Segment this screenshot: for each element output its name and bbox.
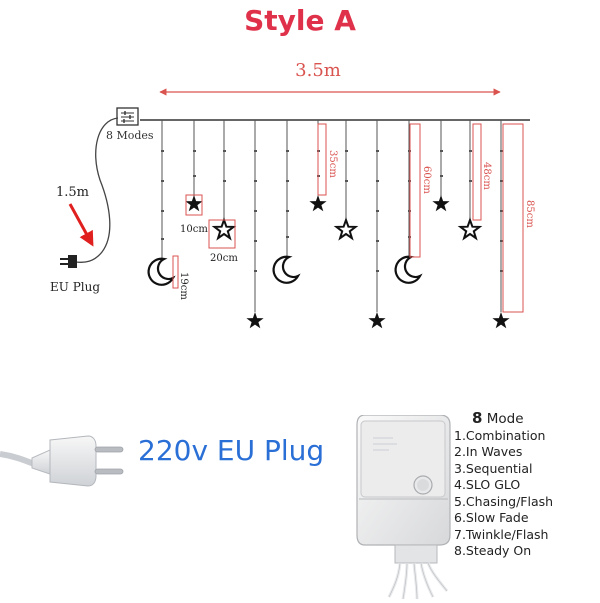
mode-item: 7.Twinkle/Flash [454,526,549,542]
page-title: Style A [244,4,356,37]
controller-box-icon [356,415,451,600]
star-filled-icons [185,195,510,329]
height-48-label: 48cm [481,162,492,190]
height-35-label: 35cm [327,150,338,178]
cord-arrow [68,203,94,247]
light-strands [161,120,502,312]
height-60-label: 60cm [421,166,432,194]
width-label: 3.5m [295,60,341,81]
height-85-label: 85cm [524,200,535,228]
curtain-light-diagram: 3.5m 8 Modes 1.5m EU Plug [50,60,535,329]
modes-title: 8 Mode [454,410,553,428]
star-outline-icons [211,217,483,241]
mode-item: 8.Steady On [454,543,532,558]
plug-label: 220v EU Plug [138,434,325,467]
small-plug-icon [60,255,77,268]
mode-item: 5.Chasing/Flash [454,493,554,509]
controller-label: 8 Modes [106,129,154,142]
width-dimension: 3.5m [159,60,501,96]
modes-count: 8 [472,409,483,427]
controller-icon [116,107,139,126]
mode-item: 1.Combination [454,427,546,443]
mode-item: 2.In Waves [454,444,523,459]
mode-item: 3.Sequential [454,460,533,476]
mode-item: 6.Slow Fade [454,510,529,525]
small-plug-label: EU Plug [50,280,100,294]
power-cord [75,117,119,263]
moon-icons [147,255,423,286]
eu-plug-icon [0,435,124,487]
modes-title-word: Mode [486,411,524,427]
star-size-label: 20cm [210,253,238,264]
dimension-brackets [172,123,524,313]
moon-size-label: 19cm [178,272,189,300]
star-spacing-label: 10cm [180,224,208,235]
mode-item: 4.SLO GLO [454,477,521,492]
modes-list: 8 Mode 1.Combination 2.In Waves 3.Sequen… [454,410,553,560]
cord-length-label: 1.5m [56,185,89,200]
